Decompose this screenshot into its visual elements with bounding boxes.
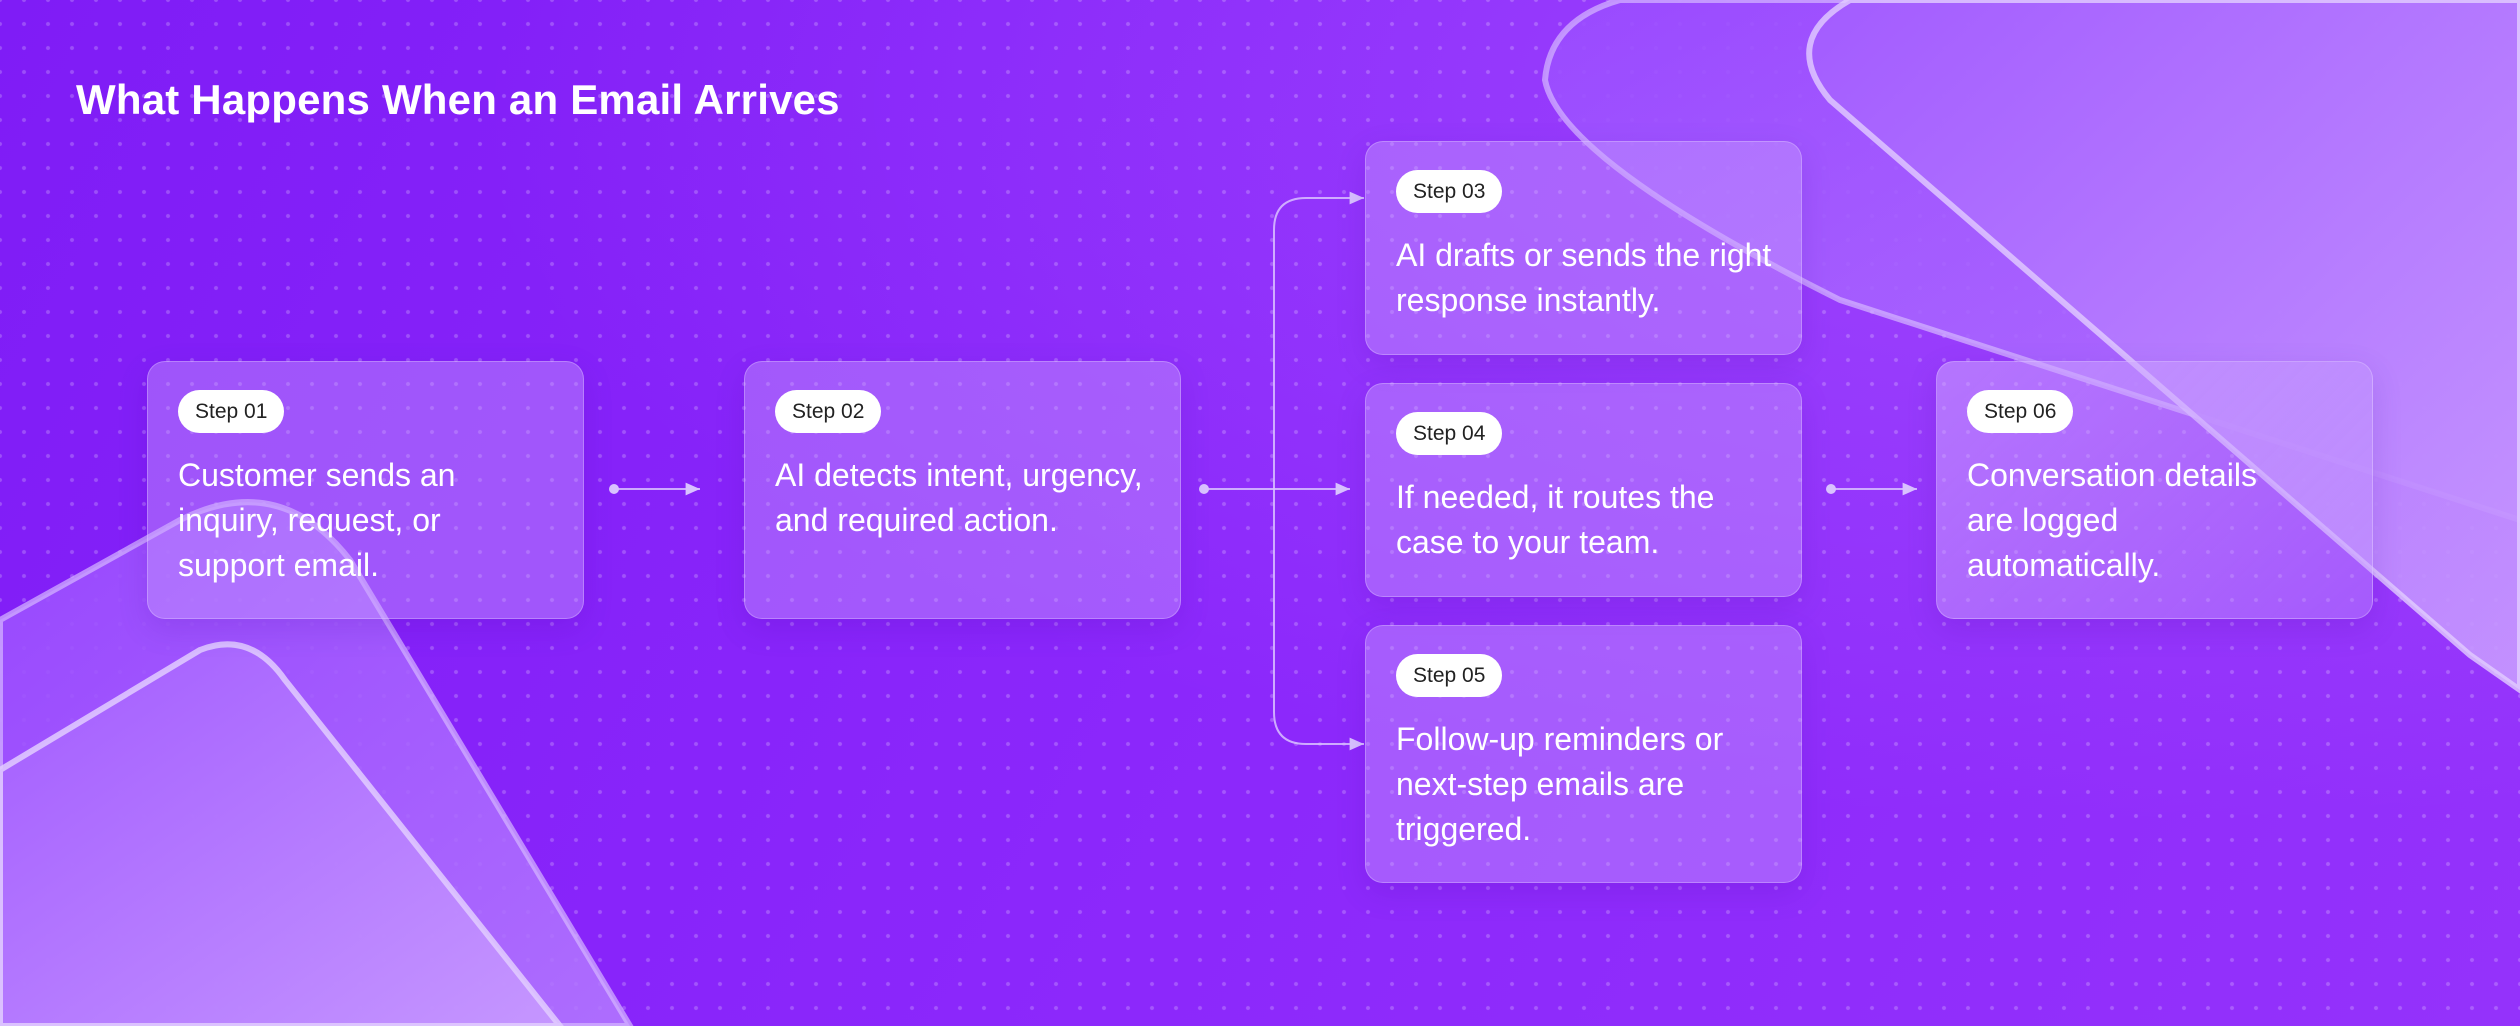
step-card-02: Step 02 AI detects intent, urgency, and …: [744, 361, 1181, 619]
step-badge: Step 02: [775, 390, 882, 433]
step-badge: Step 03: [1396, 170, 1503, 213]
step-card-04: Step 04 If needed, it routes the case to…: [1365, 383, 1802, 597]
step-description: If needed, it routes the case to your te…: [1396, 479, 1715, 560]
connector-step02-step05: [1273, 489, 1364, 751]
step-badge: Step 04: [1396, 412, 1503, 455]
step-card-06: Step 06 Conversation details are logged …: [1936, 361, 2373, 619]
diagram-title: What Happens When an Email Arrives: [76, 76, 840, 123]
step-badge: Step 01: [178, 390, 285, 433]
step-badge: Step 05: [1396, 654, 1503, 697]
step-card-03: Step 03 AI drafts or sends the right res…: [1365, 141, 1802, 355]
step-description: Customer sends an inquiry, request, or s…: [178, 457, 456, 583]
step-description: AI drafts or sends the right response in…: [1396, 237, 1772, 318]
decor-slab-bottom-left: [0, 499, 634, 1026]
connector-step02-step03: [1273, 191, 1364, 489]
step-description: Follow-up reminders or next-step emails …: [1396, 721, 1724, 847]
step-badge: Step 06: [1967, 390, 2074, 433]
step-description: Conversation details are logged automati…: [1967, 457, 2257, 583]
step-description: AI detects intent, urgency, and required…: [775, 457, 1143, 538]
connector-dot: [1199, 484, 1209, 494]
connector-dot: [1826, 484, 1836, 494]
step-card-05: Step 05 Follow-up reminders or next-step…: [1365, 625, 1802, 883]
step-card-01: Step 01 Customer sends an inquiry, reque…: [147, 361, 584, 619]
connector-dot: [609, 484, 619, 494]
